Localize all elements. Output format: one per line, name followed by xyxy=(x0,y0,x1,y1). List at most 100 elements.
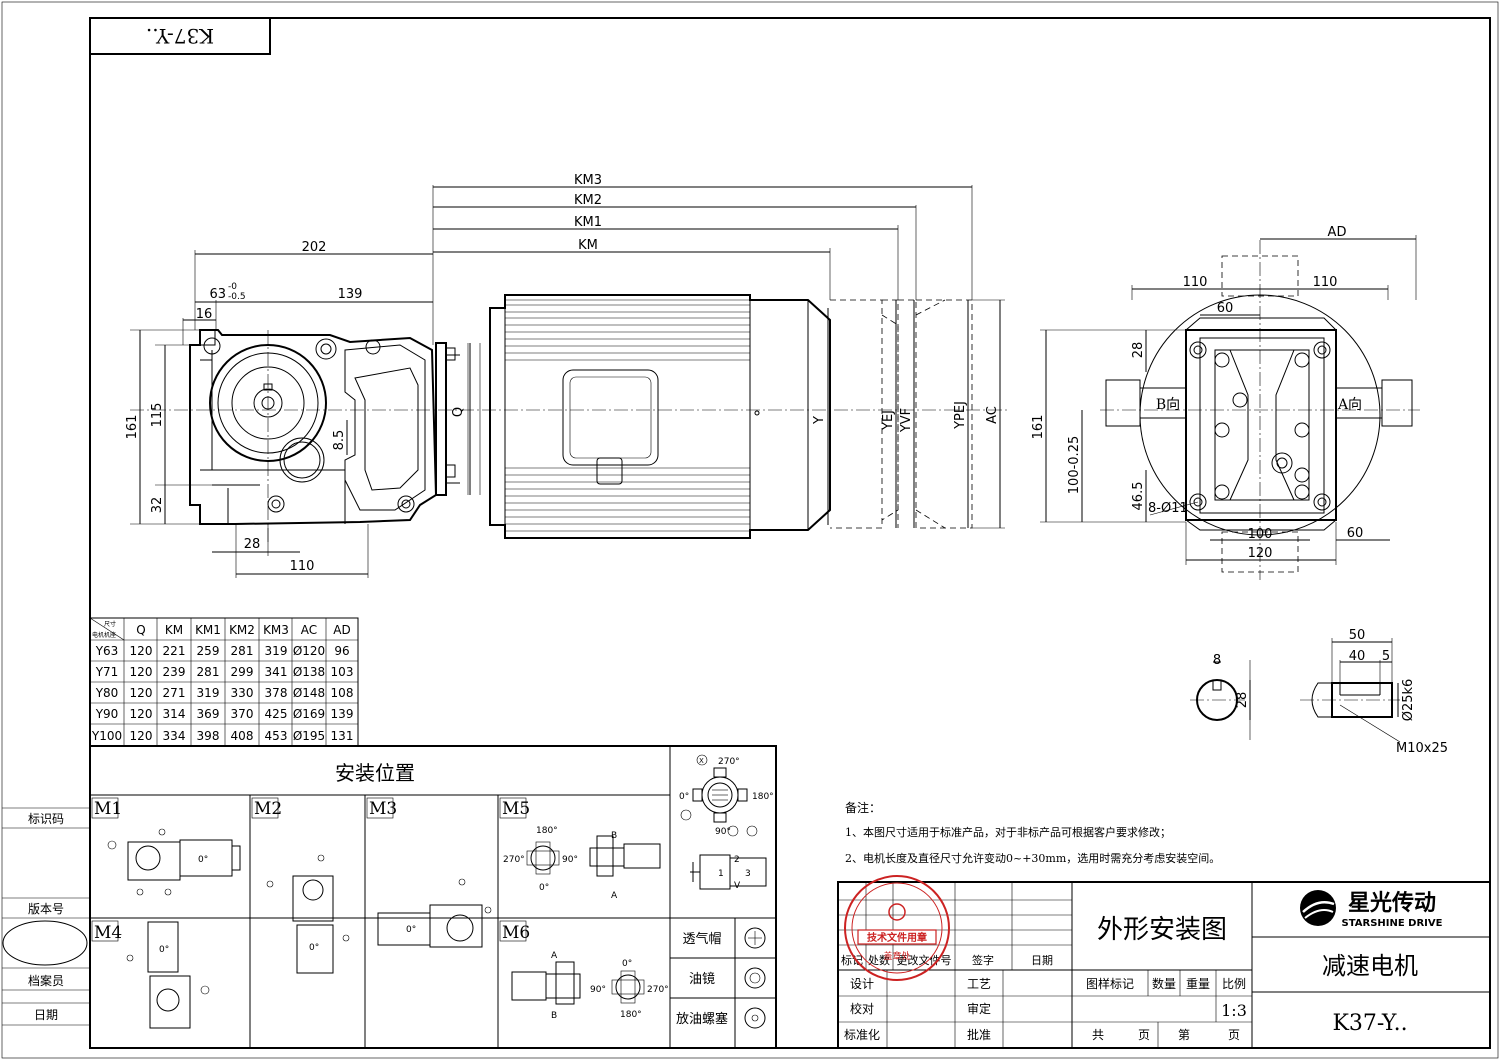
terminal-box xyxy=(562,369,659,466)
table-cell: 314 xyxy=(163,707,186,721)
left-margin-strip: 标识码 版本号 档案员 日期 xyxy=(2,807,90,1026)
m2-sketch: 0° xyxy=(266,854,350,974)
rev-header-sign: 签字 xyxy=(972,953,994,967)
table-cell: 330 xyxy=(231,686,254,700)
tb-check: 校对 xyxy=(850,1001,874,1016)
m3-sketch: 0° xyxy=(377,878,492,948)
table-cell: 271 xyxy=(163,686,186,700)
drawing-frame xyxy=(89,17,1491,1049)
key-x-mark: X xyxy=(699,757,704,765)
m4-sketch: 0° xyxy=(126,921,210,1029)
dim-32: 32 xyxy=(150,497,165,514)
sheet-total: 共 xyxy=(1092,1028,1104,1042)
m5-label-a: A xyxy=(611,891,618,901)
tb-approve: 批准 xyxy=(967,1027,991,1042)
title-tag: K37-Y.. xyxy=(146,24,214,48)
margin-date: 日期 xyxy=(34,1008,58,1022)
title-block: 标记 处数 更改文件号 签字 日期 设计 工艺 校对 审定 标准化 批准 技术文… xyxy=(837,875,1491,1049)
model-number: K37-Y.. xyxy=(1332,1011,1407,1036)
margin-version: 版本号 xyxy=(28,902,64,916)
svg-text:0°: 0° xyxy=(309,943,319,953)
mount-label-m2: M2 xyxy=(254,799,282,819)
title-tag-box: K37-Y.. xyxy=(89,17,271,55)
table-cell: 221 xyxy=(163,644,186,658)
m5-label-b: B xyxy=(611,831,617,841)
side-view: B向 A向 AD 110 110 60 28 161 100-0.25 46.5… xyxy=(1031,225,1420,580)
table-cell: Ø148 xyxy=(293,686,325,700)
table-cell: 120 xyxy=(130,686,153,700)
motor-body xyxy=(489,294,831,539)
m5-angle-90: 90° xyxy=(562,855,578,865)
motor-cooling-fins xyxy=(505,299,750,532)
dim-q: Q xyxy=(451,407,466,417)
side-dim-60-top: 60 xyxy=(1217,301,1234,316)
attr-sample-mark: 图样标记 xyxy=(1086,976,1134,991)
m5-angle-180: 180° xyxy=(536,826,558,836)
dim-115: 115 xyxy=(150,403,165,428)
side-holes: 8-Ø11 xyxy=(1148,501,1188,516)
notes: 备注： 1、本图尺寸适用于标准产品，对于非标产品可根据客户要求修改； 2、电机长… xyxy=(845,800,1220,865)
key-view-1: 1 xyxy=(718,869,724,879)
front-view: KM3 KM2 KM1 KM 202 63 -0 -0.5 139 16 161… xyxy=(125,173,1010,578)
margin-id-code: 标识码 xyxy=(28,812,64,826)
m6-label-b: B xyxy=(551,1011,557,1021)
dimension-table: 尺寸 电机机座 Q KM KM1 KM2 KM3 AC AD Y63 120 2… xyxy=(89,617,359,747)
mount-label-m5: M5 xyxy=(502,799,530,819)
table-cell: 239 xyxy=(163,665,186,679)
top-bolt xyxy=(315,338,337,360)
table-row: Y71 120 239 281 299 341 Ø138 103 xyxy=(95,665,354,679)
rev-header-date: 日期 xyxy=(1031,954,1053,967)
table-cell: 120 xyxy=(130,644,153,658)
tb-process: 工艺 xyxy=(967,977,991,991)
table-cell: Y80 xyxy=(95,686,119,700)
key-angle-0: 0° xyxy=(679,792,689,802)
scale-value: 1:3 xyxy=(1221,1001,1247,1020)
table-cell: 281 xyxy=(231,644,254,658)
shaft-dim-28: 28 xyxy=(1235,692,1250,709)
m5-sketch: 180° 270° 90° 0° B A xyxy=(503,826,661,901)
dim-161-left: 161 xyxy=(125,415,140,440)
key-view-2: 2 xyxy=(734,855,740,865)
table-cell: 319 xyxy=(265,644,288,658)
m6-angle-270: 270° xyxy=(647,985,669,995)
notes-line-1: 1、本图尺寸适用于标准产品，对于非标产品可根据客户要求修改； xyxy=(845,825,1171,839)
side-dim-110-right: 110 xyxy=(1313,275,1338,290)
table-cell: 103 xyxy=(331,665,354,679)
table-cell: 120 xyxy=(130,665,153,679)
sheet-page2: 页 xyxy=(1228,1028,1240,1042)
motor-adapter-flange xyxy=(435,342,447,496)
gearbox-housing xyxy=(189,329,438,525)
svg-text:0°: 0° xyxy=(198,855,208,865)
table-cell: Ø169 xyxy=(293,707,325,721)
dim-63-tol-top: -0 xyxy=(228,282,237,292)
m6-angle-90: 90° xyxy=(590,985,606,995)
dim-y: Y xyxy=(812,416,827,425)
m1-sketch: 0° xyxy=(107,828,241,896)
table-cell: 139 xyxy=(331,707,354,721)
table-cell: 341 xyxy=(265,665,288,679)
shaft-dim-50: 50 xyxy=(1349,628,1366,643)
table-cell: 334 xyxy=(163,729,186,743)
table-header-1: KM xyxy=(165,623,183,637)
gearbox-side-body xyxy=(1185,329,1337,521)
mount-label-m6: M6 xyxy=(502,923,530,943)
legend-breather: 透气帽 xyxy=(682,931,721,947)
table-cell: Ø138 xyxy=(293,665,325,679)
sheet-page: 页 xyxy=(1138,1028,1150,1042)
shaft-thread: M10x25 xyxy=(1396,741,1448,756)
table-row: Y80 120 271 319 330 378 Ø148 108 xyxy=(95,686,354,700)
table-row: Y90 120 314 369 370 425 Ø169 139 xyxy=(95,707,354,721)
m6-sketch: A B 0° 90° 270° 180° xyxy=(511,951,669,1021)
table-cell: 408 xyxy=(231,729,254,743)
side-dim-46-5: 46.5 xyxy=(1131,482,1146,511)
notes-heading: 备注： xyxy=(845,800,881,815)
dim-km1: KM1 xyxy=(574,215,602,230)
table-corner-bottom: 电机机座 xyxy=(92,631,116,639)
notes-line-2: 2、电机长度及直径尺寸允许变动0~+30mm，选用时需充分考虑安装空间。 xyxy=(845,851,1220,865)
side-dim-100-tol: 100-0.25 xyxy=(1067,436,1082,494)
attr-scale: 比例 xyxy=(1222,977,1246,991)
product-name: 减速电机 xyxy=(1322,952,1418,980)
table-row: Y63 120 221 259 281 319 Ø120 96 xyxy=(95,644,350,658)
dim-28-bottom: 28 xyxy=(244,537,261,552)
